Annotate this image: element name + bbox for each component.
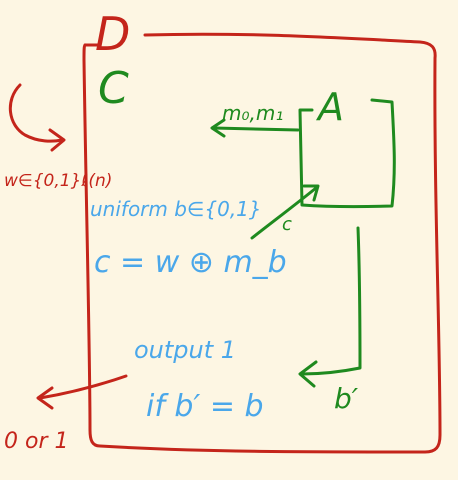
encryption-label: c = w ⊕ m_b [94,245,287,280]
challenge-label: c [282,214,292,235]
adversary-label: A [315,85,344,129]
adversary-box [298,98,396,209]
guess-arrow [300,226,362,376]
result-arrow [38,374,128,400]
guess-label: b′ [334,382,359,415]
key-sampling-arrow [8,83,64,143]
distinguisher-box [82,32,442,454]
key-sampling-label: w∈{0,1}ℓ(n) [4,171,112,191]
challenge-arrowhead [302,184,320,202]
distinguisher-label: D [95,7,130,61]
key-sampling-arrowhead [48,128,66,152]
result-label: 0 or 1 [4,429,69,454]
result-arrowhead [36,386,54,410]
messages-arrowhead [210,118,226,138]
output-label-line2: if b′ = b [146,389,264,424]
guess-arrowhead [298,360,318,388]
messages-label: m₀,m₁ [222,101,283,125]
output-label-line1: output 1 [134,336,236,364]
messages-arrow [212,126,300,132]
challenger-label: C [98,63,129,114]
uniform-bit-label: uniform b∈{0,1} [90,197,262,221]
challenge-arrow [250,186,318,240]
